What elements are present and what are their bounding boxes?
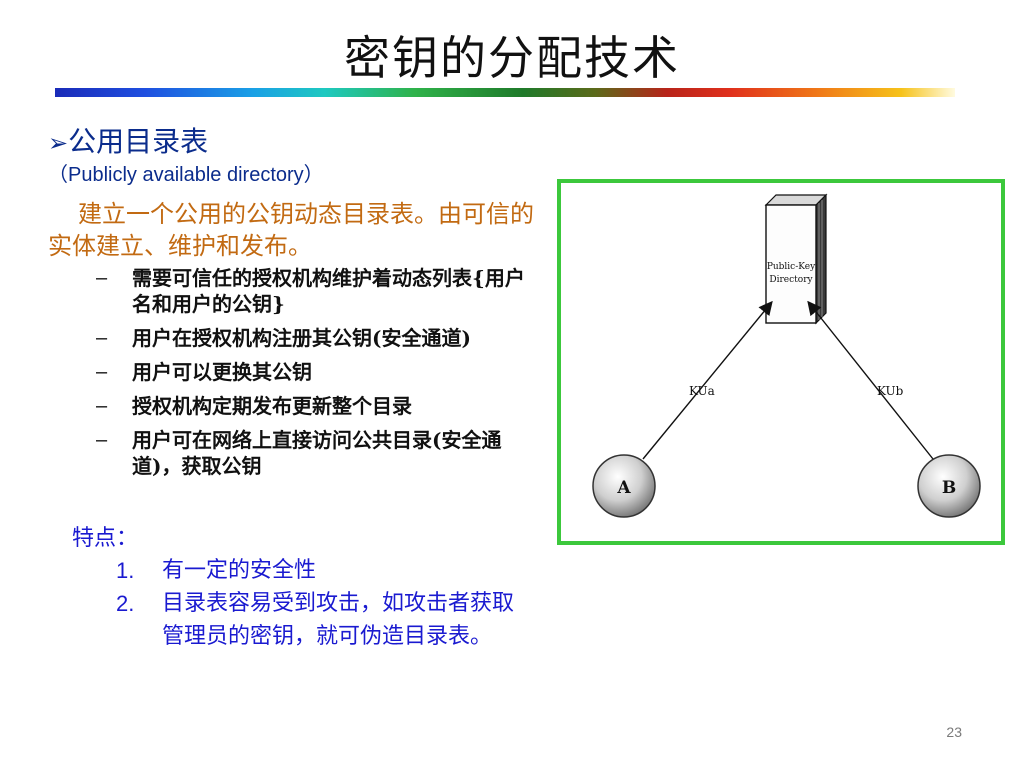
features-list: 1. 有一定的安全性 2. 目录表容易受到攻击，如攻击者获取管理员的密钥，就可伪造目…	[116, 554, 516, 653]
book-label-line2: Directory	[769, 275, 813, 285]
section-heading-text: 公用目录表	[68, 125, 209, 158]
list-number: 1.	[116, 558, 135, 583]
directory-diagram: Public-Key Directory KUa KUb A B	[557, 179, 1005, 545]
dash-bullet: –	[96, 395, 108, 417]
dash-bullet: –	[96, 361, 108, 383]
list-item: – 需要可信任的授权机构维护着动态列表{用户名和用户的公钥}	[96, 265, 536, 317]
node-b-label: B	[942, 478, 956, 498]
list-item-text: 用户可在网络上直接访问公共目录(安全通道)，获取公钥	[132, 428, 502, 478]
list-item: – 用户可以更换其公钥	[96, 359, 536, 385]
dash-bullet: –	[96, 429, 108, 451]
node-b: B	[917, 454, 981, 518]
dash-bullet: –	[96, 327, 108, 349]
list-number: 2.	[116, 591, 135, 616]
edge-label-kua: KUa	[689, 384, 715, 398]
edge-label-kub: KUb	[877, 384, 904, 398]
list-item-text: 用户在授权机构注册其公钥(安全通道)	[132, 326, 471, 350]
node-a: A	[592, 454, 656, 518]
node-a-label: A	[616, 478, 631, 498]
section-paragraph: 建立一个公用的公钥动态目录表。由可信的实体建立、维护和发布。	[48, 200, 534, 260]
features-heading: 特点：	[72, 526, 139, 551]
arrow-bullet-icon: ➢	[48, 129, 69, 157]
list-item-text: 授权机构定期发布更新整个目录	[132, 394, 412, 418]
list-item: – 用户可在网络上直接访问公共目录(安全通道)，获取公钥	[96, 427, 536, 479]
edge-a	[642, 300, 773, 460]
list-item-text: 用户可以更换其公钥	[132, 360, 312, 384]
list-item: 2. 目录表容易受到攻击，如攻击者获取管理员的密钥，就可伪造目录表。	[116, 587, 516, 653]
list-item: 1. 有一定的安全性	[116, 554, 516, 587]
directory-book-icon: Public-Key Directory	[764, 193, 828, 325]
book-label-line1: Public-Key	[767, 262, 816, 272]
list-item: – 授权机构定期发布更新整个目录	[96, 393, 536, 419]
diagram-svg: Public-Key Directory KUa KUb A B	[592, 193, 981, 518]
section-heading: ➢公用目录表	[48, 120, 208, 160]
list-item-text: 需要可信任的授权机构维护着动态列表{用户名和用户的公钥}	[132, 266, 525, 316]
list-item-text: 有一定的安全性	[162, 558, 317, 583]
page-number: 23	[946, 724, 962, 740]
dash-bullet: –	[96, 267, 108, 289]
requirements-list: – 需要可信任的授权机构维护着动态列表{用户名和用户的公钥} – 用户在授权机构注册…	[96, 265, 536, 487]
list-item: – 用户在授权机构注册其公钥(安全通道)	[96, 325, 536, 351]
slide-title: 密钥的分配技术	[344, 31, 680, 85]
list-item-text: 目录表容易受到攻击，如攻击者获取管理员的密钥，就可伪造目录表。	[162, 591, 515, 649]
section-english-subtitle: （Publicly available directory）	[48, 164, 324, 186]
rainbow-divider	[55, 88, 955, 97]
edge-b	[807, 300, 934, 460]
